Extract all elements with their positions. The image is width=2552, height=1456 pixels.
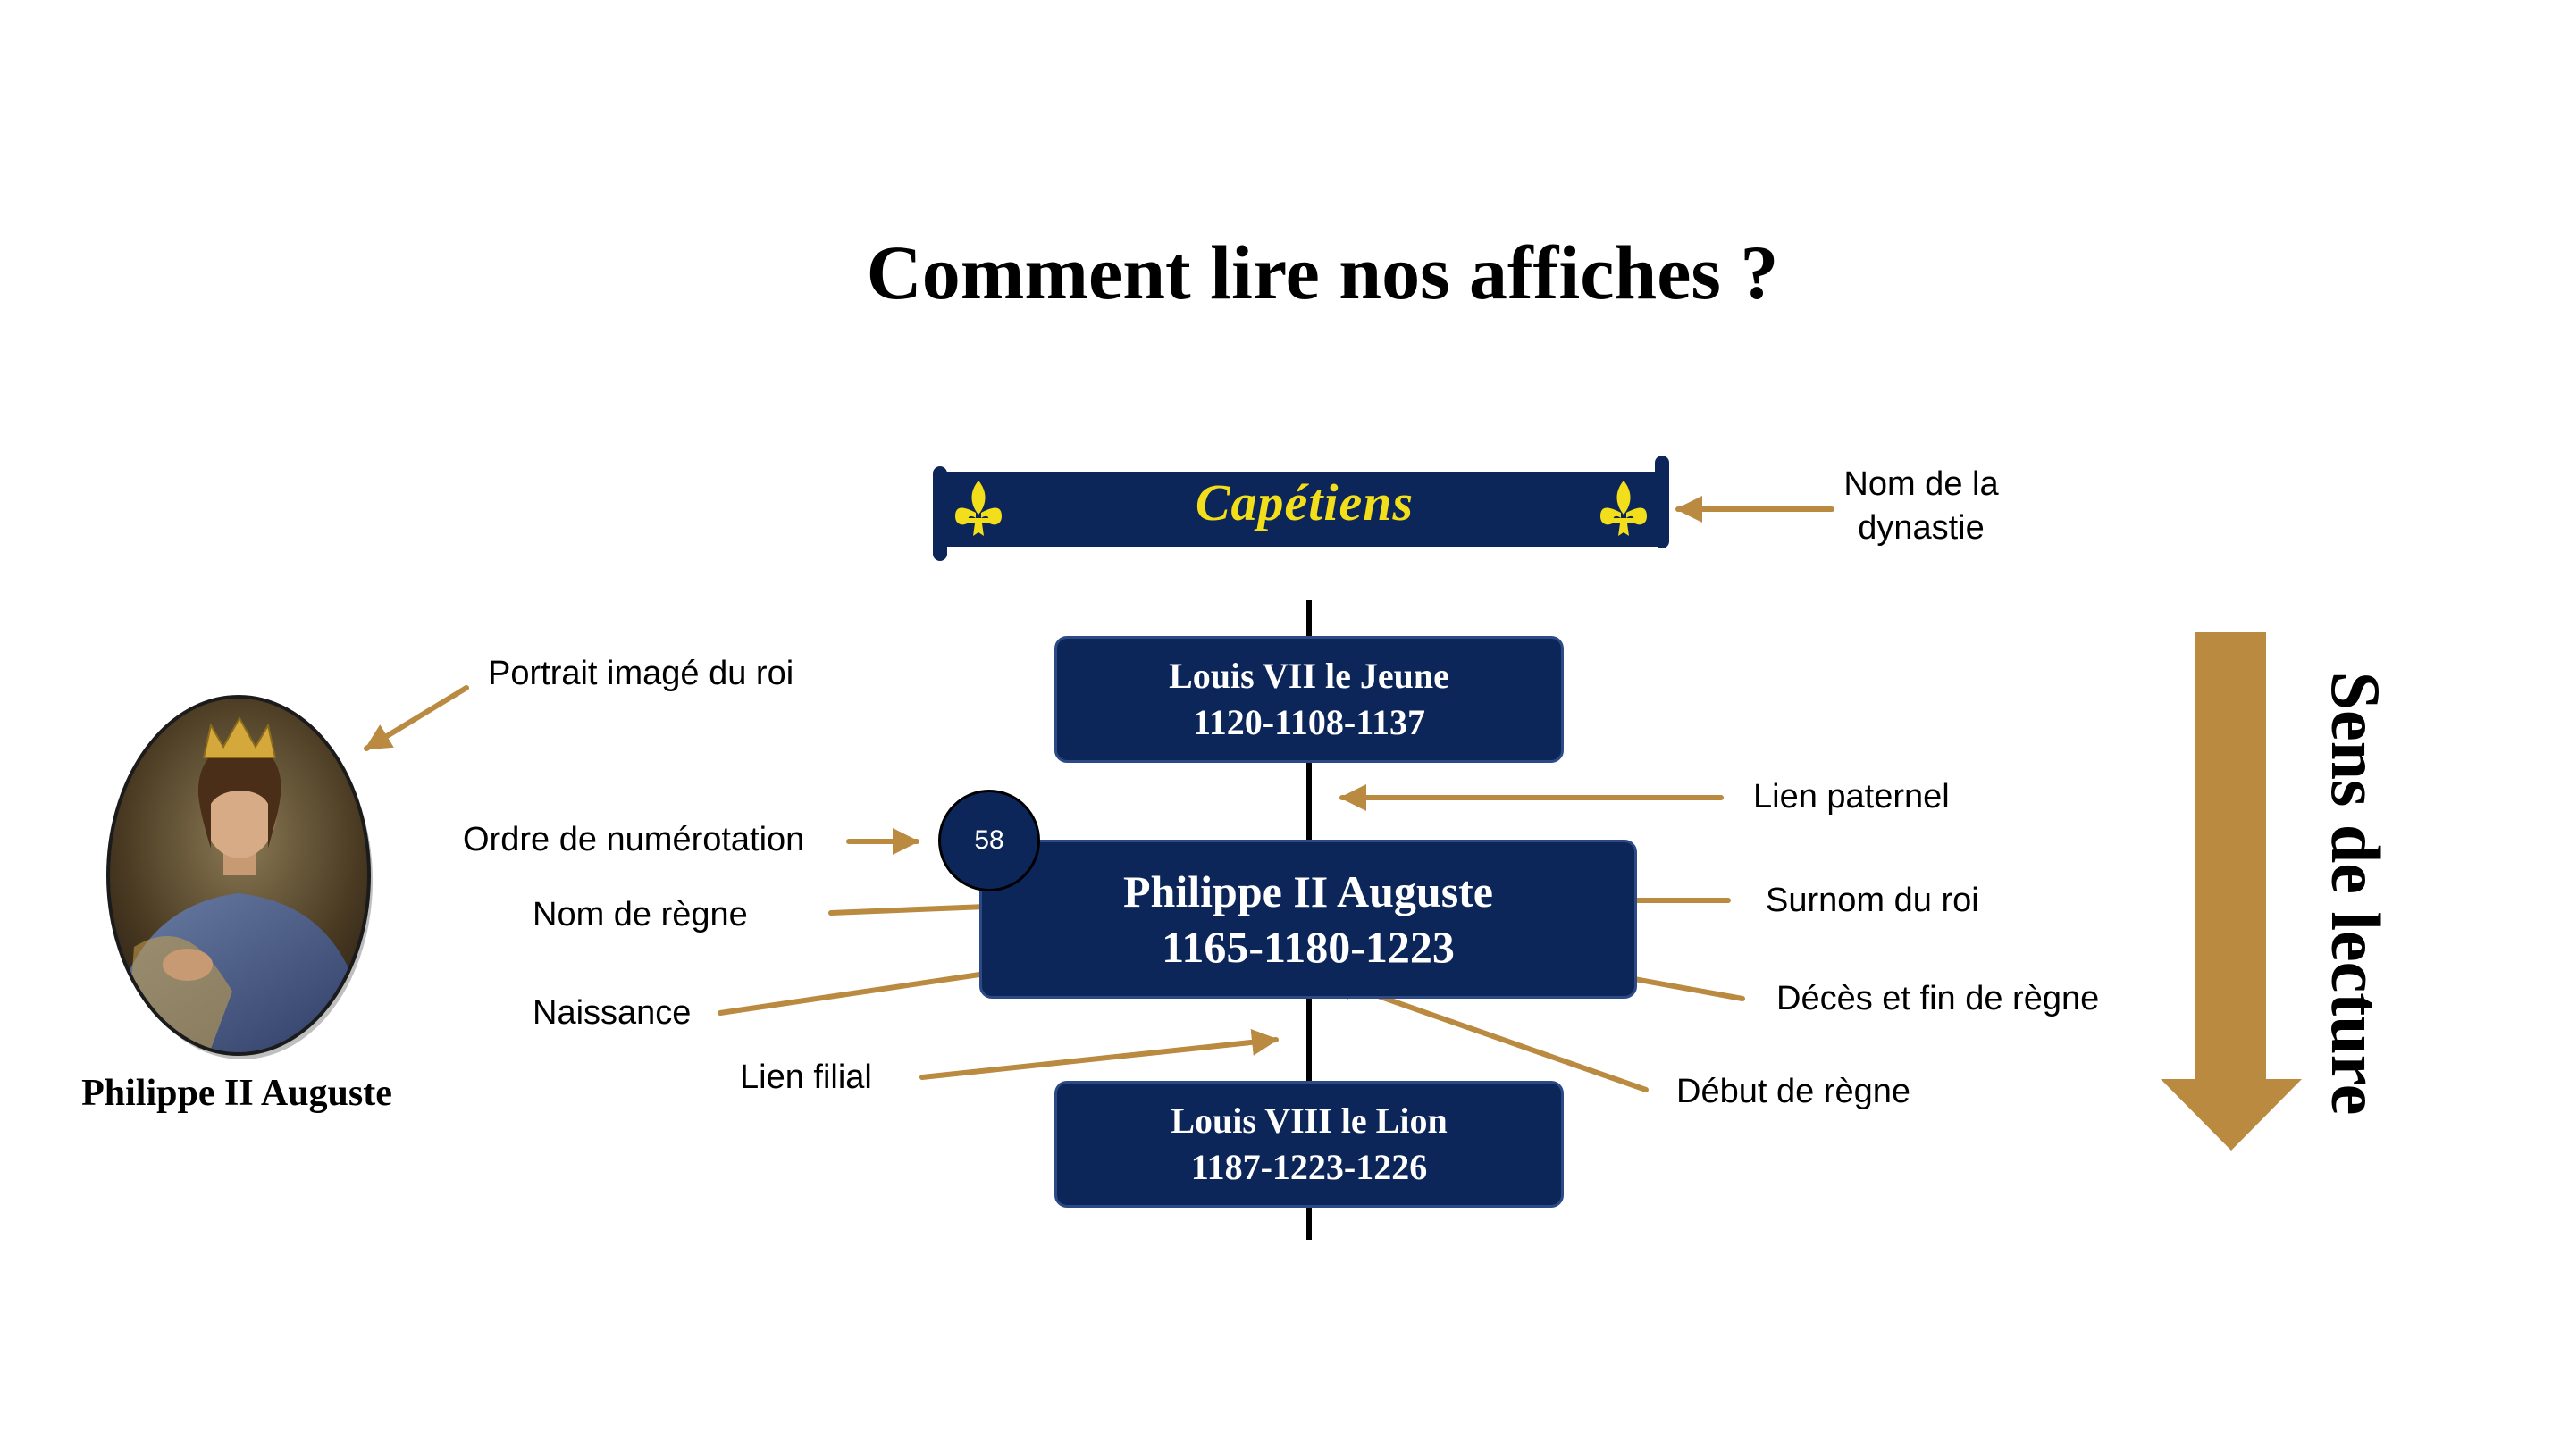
label-portrait: Portrait imagé du roi: [488, 655, 794, 692]
king-name: Philippe II Auguste: [1122, 866, 1493, 916]
fleur-de-lis-icon: [1600, 481, 1647, 536]
king-box-next: Louis VIII le Lion 1187-1223-1226: [1054, 1081, 1564, 1208]
label-birth: Naissance: [533, 994, 692, 1032]
portrait-caption: Philippe II Auguste: [81, 1073, 392, 1114]
arrow-filial-link: [919, 1028, 1279, 1080]
king-name: Louis VIII le Lion: [1171, 1100, 1448, 1141]
king-dates: 1165-1180-1223: [1162, 922, 1455, 972]
label-dynasty-name-line1: Nom de la: [1843, 465, 1999, 503]
king-box-current: Philippe II Auguste 1165-1180-1223: [979, 840, 1637, 999]
arrow-portrait: [364, 685, 469, 751]
dynasty-name: Capétiens: [1195, 473, 1415, 531]
fleur-de-lis-icon: [955, 481, 1002, 536]
label-filial-link: Lien filial: [740, 1059, 872, 1096]
king-portrait: [106, 695, 373, 1059]
arrow-down-icon: [2161, 632, 2302, 1151]
dynasty-banner: [933, 456, 1669, 561]
reading-direction-label: Sens de lecture: [2317, 671, 2395, 1116]
label-reign-name: Nom de règne: [533, 896, 748, 933]
king-name: Louis VII le Jeune: [1169, 656, 1449, 696]
king-dates: 1187-1223-1226: [1190, 1147, 1428, 1187]
label-dynasty-name: Nom de la dynastie: [1841, 463, 2002, 551]
label-reign-start: Début de règne: [1676, 1073, 1910, 1110]
king-dates: 1120-1108-1137: [1192, 702, 1426, 742]
king-number-badge: 58: [938, 790, 1040, 891]
label-numbering: Ordre de numérotation: [463, 821, 805, 858]
label-death: Décès et fin de règne: [1776, 980, 2100, 1017]
label-nickname: Surnom du roi: [1766, 882, 1979, 919]
page-title: Comment lire nos affiches ?: [866, 230, 1779, 315]
king-box-previous: Louis VII le Jeune 1120-1108-1137: [1054, 636, 1564, 763]
label-paternal-link: Lien paternel: [1753, 778, 1950, 816]
label-dynasty-name-line2: dynastie: [1858, 509, 1985, 548]
